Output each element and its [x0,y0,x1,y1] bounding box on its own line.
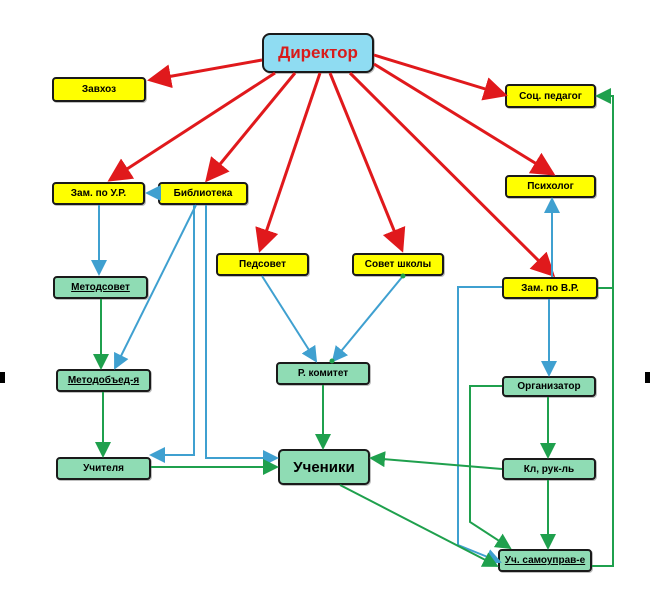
node-zam-ur: Зам. по У.Р. [52,182,145,205]
node-zam-vr: Зам. по В.Р. [502,277,598,299]
blue-arrows [91,185,560,565]
arrow-sovet-r-komitet [331,275,404,363]
node-uchitelya: Учителя [56,457,151,480]
arrow-director-zam-vr [348,71,556,278]
arrow-director-zavhoz [147,58,263,89]
arrow-zam-vr-uch-samouprav [457,286,502,565]
green-arrows [93,88,614,567]
node-organizator: Организатор [502,376,596,397]
arrow-kl-ruk-ucheniki [369,451,503,470]
arrow-pedsovet-r-komitet [261,275,318,363]
node-metodobed: Методобъед-я [56,369,151,392]
arrow-director-sovet-shkoly [328,72,406,253]
node-kl-ruk: Кл, рук-ль [502,458,596,480]
arrow-biblioteka-uchitelya [149,205,195,463]
arrow-organizator-uch-samouprav [469,385,512,550]
arrow-ucheniki-uch-samouprav [339,484,499,567]
node-r-komitet: Р. комитет [276,362,370,385]
node-ucheniki: Ученики [278,449,370,485]
left-edge-tick [0,372,5,383]
junction-dot [400,273,406,279]
arrow-biblioteka-ucheniki [205,205,279,466]
junction-dot [329,358,335,364]
arrow-director-biblioteka [205,72,297,183]
arrow-biblioteka-metodobed [114,204,197,370]
node-zavhoz: Завхоз [52,77,146,102]
right-edge-tick [645,372,650,383]
node-director: Директор [262,33,374,73]
arrow-director-soc-pedagog [373,53,508,101]
node-pedsovet: Педсовет [216,253,309,276]
director-arrows [107,53,556,278]
node-metodsovet: Методсовет [53,276,148,299]
arrow-director-psiholog [373,62,556,176]
arrow-director-pedsovet [255,72,322,253]
arrow-director-zam-ur [107,71,276,182]
arrow-uch-samouprav-soc-pedagog [592,88,614,567]
node-soc-pedagog: Соц. педагог [505,84,596,108]
node-sovet-shkoly: Совет школы [352,253,444,276]
